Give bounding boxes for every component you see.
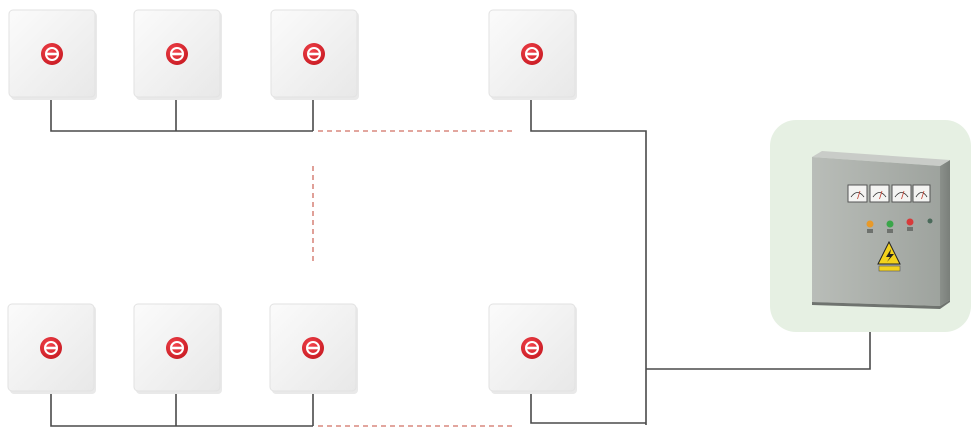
cabinet-front <box>812 157 940 306</box>
meter-icon <box>912 184 931 203</box>
panel-top-1 <box>8 9 97 100</box>
meter-row <box>847 184 931 203</box>
indicator-lamp-green <box>886 220 894 228</box>
panel-bottom-1 <box>7 303 96 394</box>
meter-icon <box>869 184 890 203</box>
indicator-lamp-red <box>906 218 914 226</box>
power-button-icon <box>166 337 188 359</box>
cabinet-base <box>812 300 950 309</box>
power-button-icon <box>166 43 188 65</box>
power-button-icon <box>41 43 63 65</box>
power-button-icon <box>302 337 324 359</box>
power-button-icon <box>521 337 543 359</box>
indicator-lamp-orange <box>866 220 874 228</box>
wire-bottom-bus <box>50 392 313 427</box>
cabinet-top <box>812 151 950 166</box>
meter-icon <box>891 184 912 203</box>
lightning-warning-icon <box>877 240 901 272</box>
panel-bottom-4 <box>488 303 577 394</box>
panel-top-3 <box>270 9 359 100</box>
control-cabinet <box>770 120 971 332</box>
indicator-lamps <box>866 218 933 233</box>
wire-bottom-4-to-trunk <box>530 392 646 424</box>
panel-top-2 <box>133 9 222 100</box>
wire-top-bus <box>50 98 313 132</box>
panel-bottom-3 <box>269 303 358 394</box>
power-button-icon <box>303 43 325 65</box>
power-button-icon <box>521 43 543 65</box>
meter-icon <box>847 184 868 203</box>
wire-top-4-to-trunk <box>530 98 647 425</box>
power-button-icon <box>40 337 62 359</box>
wiring <box>50 98 871 427</box>
panel-bottom-2 <box>133 303 222 394</box>
indicator-lamp-dark <box>927 218 933 224</box>
panel-top-4 <box>488 9 577 100</box>
wire-trunk-to-cabinet <box>646 332 871 370</box>
cabinet-side <box>940 160 950 306</box>
